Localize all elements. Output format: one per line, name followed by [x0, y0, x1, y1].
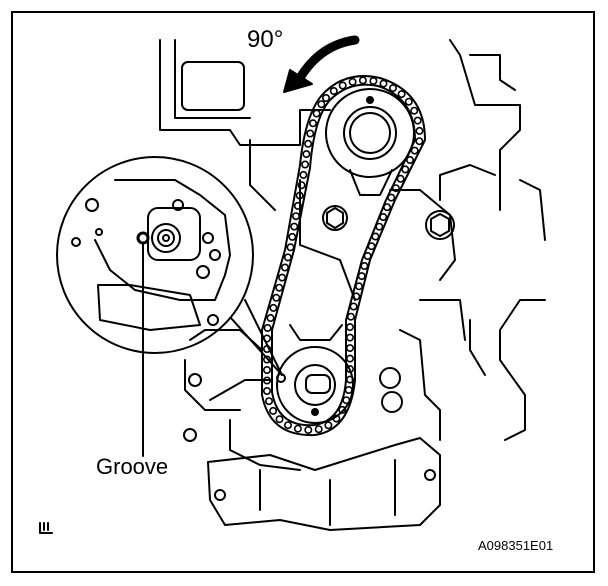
crankshaft-sprocket: [276, 324, 354, 424]
chain-link: [272, 293, 281, 302]
chain-link: [312, 109, 321, 118]
chain-link: [357, 272, 366, 281]
chain-link: [297, 181, 306, 190]
chain-link: [383, 203, 392, 212]
chain-link: [387, 193, 396, 202]
figure-code-label: A098351E01: [478, 538, 554, 553]
chain-link: [332, 414, 341, 423]
chain-link: [344, 385, 353, 394]
chain-link: [345, 344, 354, 353]
chain-link: [345, 323, 354, 332]
chain-link: [262, 355, 271, 364]
chain-link: [345, 333, 354, 342]
camshaft-sprocket: [325, 88, 415, 196]
chain-link: [283, 253, 292, 262]
chain-link: [275, 283, 284, 292]
chain-link: [306, 129, 315, 138]
chain-link: [286, 243, 295, 252]
chain-link: [262, 365, 271, 374]
chain-link: [283, 421, 292, 430]
chain-link: [369, 77, 378, 86]
chain-link: [338, 81, 347, 90]
chain-link: [304, 139, 313, 148]
chain-link: [321, 94, 330, 103]
chain-link: [308, 119, 317, 128]
timing-chain: [261, 75, 426, 437]
chain-link: [299, 170, 308, 179]
chain-link: [290, 222, 299, 231]
chain-link: [410, 146, 419, 155]
chain-link: [345, 354, 354, 363]
detail-circle: [56, 156, 283, 376]
chain-link: [338, 405, 347, 414]
chain-link: [404, 97, 413, 106]
chain-link: [358, 76, 367, 85]
chain-link: [354, 282, 363, 291]
chain-link: [324, 421, 333, 430]
chain-link: [401, 165, 410, 174]
chain-link: [304, 425, 313, 434]
chain-link: [275, 415, 284, 424]
bi-mark-icon: [39, 522, 53, 534]
chain-link: [293, 424, 302, 433]
chain-link: [379, 79, 388, 88]
chain-link: [405, 156, 414, 165]
chain-link: [363, 252, 372, 261]
chain-link: [388, 84, 397, 93]
chain-link: [391, 184, 400, 193]
chain-link: [345, 365, 354, 374]
chain-links: [262, 76, 424, 434]
chain-link: [342, 396, 351, 405]
chain-link: [291, 212, 300, 221]
chain-link: [379, 213, 388, 222]
oil-pump-housing: [207, 437, 441, 531]
chain-link: [269, 406, 278, 415]
rotation-angle-label: 90°: [247, 26, 284, 53]
chain-link: [345, 375, 354, 384]
chain-link: [371, 232, 380, 241]
chain-link: [348, 77, 357, 86]
groove-label: Groove: [96, 454, 169, 479]
chain-link: [410, 106, 419, 115]
chain-link: [263, 323, 272, 332]
chain-link: [397, 90, 406, 99]
curved-arrow-icon: [283, 35, 360, 93]
chain-link: [264, 397, 273, 406]
chain-link: [314, 425, 323, 434]
chain-link: [262, 386, 271, 395]
chain-link: [367, 242, 376, 251]
chain-link: [295, 191, 304, 200]
bolt-heads: [183, 205, 455, 442]
chain-link: [269, 303, 278, 312]
chain-link: [262, 376, 271, 385]
chain-link: [360, 261, 369, 270]
chain-link: [415, 137, 424, 146]
chain-link: [329, 87, 338, 96]
chain-link: [375, 222, 384, 231]
chain-link: [302, 150, 311, 159]
chain-link: [280, 263, 289, 272]
chain-link: [413, 116, 422, 125]
chain-link: [288, 232, 297, 241]
engine-block: [159, 39, 546, 471]
chain-link: [266, 313, 275, 322]
chain-link: [317, 100, 326, 109]
chain-link: [293, 201, 302, 210]
groove-marker: [136, 231, 150, 457]
chain-link: [415, 126, 424, 135]
chain-link: [349, 302, 358, 311]
chain-link: [301, 160, 310, 169]
chain-link: [346, 312, 355, 321]
chain-link: [396, 174, 405, 183]
chain-link: [352, 292, 361, 301]
chain-link: [278, 273, 287, 282]
